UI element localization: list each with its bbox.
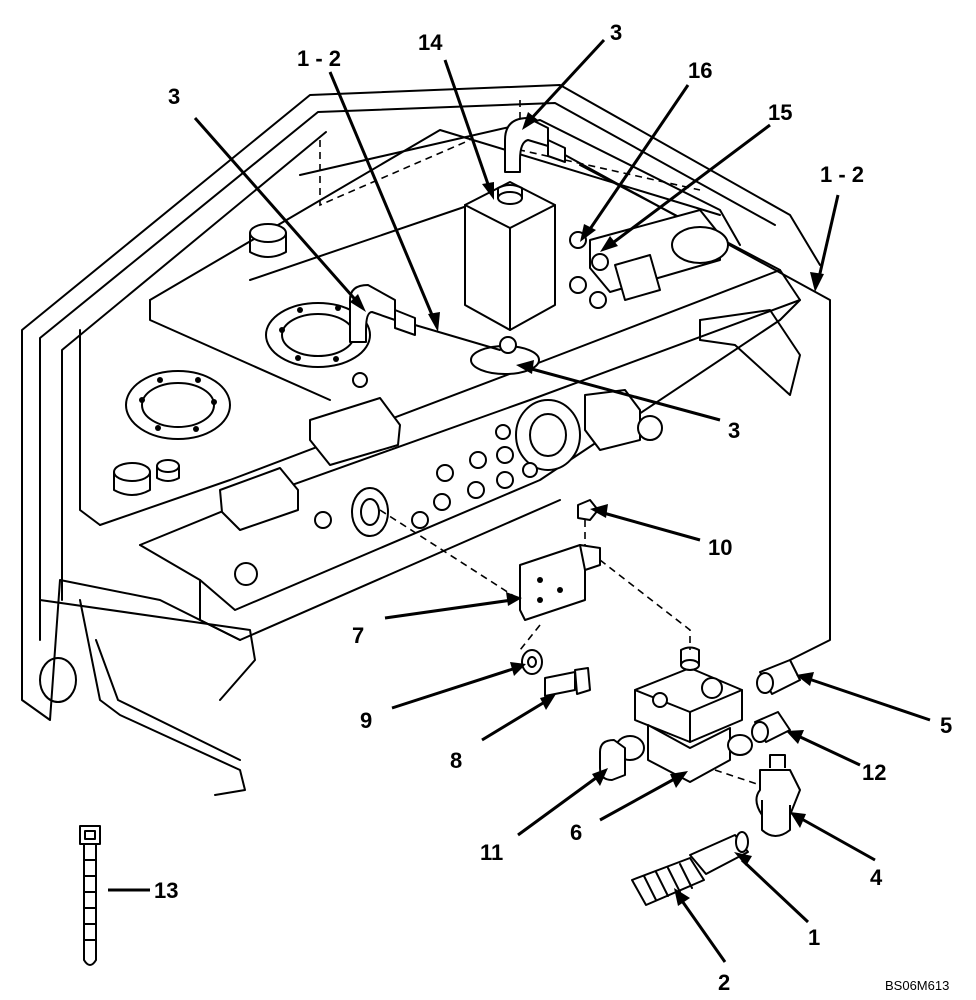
callout-4: 4 — [870, 865, 883, 890]
tank-port-flange-upper — [265, 302, 371, 368]
elbow-fitting-left — [349, 284, 416, 388]
fitting-12 — [751, 711, 791, 743]
valve-block — [464, 181, 556, 331]
cable-tie — [79, 825, 101, 966]
fitting-5 — [756, 659, 801, 695]
callout-9: 9 — [360, 708, 372, 733]
callout-11: 11 — [480, 840, 503, 865]
callout-13: 13 — [154, 878, 178, 903]
callout-1-2-top: 1 - 2 — [297, 46, 341, 71]
elbow-fitting-top — [504, 117, 566, 173]
tank-port-flange-lower — [125, 370, 231, 440]
callout-3-left: 3 — [168, 84, 180, 109]
tube-fitting-1 — [689, 831, 749, 875]
callout-7: 7 — [352, 623, 364, 648]
callout-8: 8 — [450, 748, 462, 773]
callout-15: 15 — [768, 100, 792, 125]
callout-16: 16 — [688, 58, 712, 83]
beam-mounting-hardware — [219, 389, 663, 586]
filler-cap-lower — [113, 459, 180, 496]
elbow-fitting-4 — [755, 754, 801, 837]
callout-2: 2 — [718, 970, 730, 995]
callout-1-2-right: 1 - 2 — [820, 162, 864, 187]
mounting-bracket — [519, 544, 601, 621]
filler-cap-upper — [249, 223, 287, 258]
spring-guard-2 — [631, 857, 705, 906]
figure-code: BS06M613 — [885, 978, 949, 993]
callout-labels: 3 1 - 2 14 3 16 15 1 - 2 3 10 7 9 8 5 12… — [154, 20, 952, 995]
leader-lines — [108, 38, 931, 963]
callout-5: 5 — [940, 713, 952, 738]
connector-blocks-15-16 — [569, 209, 729, 309]
nut-10 — [577, 499, 599, 521]
callout-3-mid: 3 — [728, 418, 740, 443]
chassis-frame — [21, 84, 821, 796]
callout-6: 6 — [570, 820, 582, 845]
relay-valve — [615, 646, 753, 783]
callout-14: 14 — [418, 30, 443, 55]
callout-10: 10 — [708, 535, 732, 560]
callout-1: 1 — [808, 925, 820, 950]
washer-9 — [521, 649, 543, 675]
callout-12: 12 — [862, 760, 886, 785]
callout-3-top: 3 — [610, 20, 622, 45]
bolt-8 — [544, 667, 591, 697]
